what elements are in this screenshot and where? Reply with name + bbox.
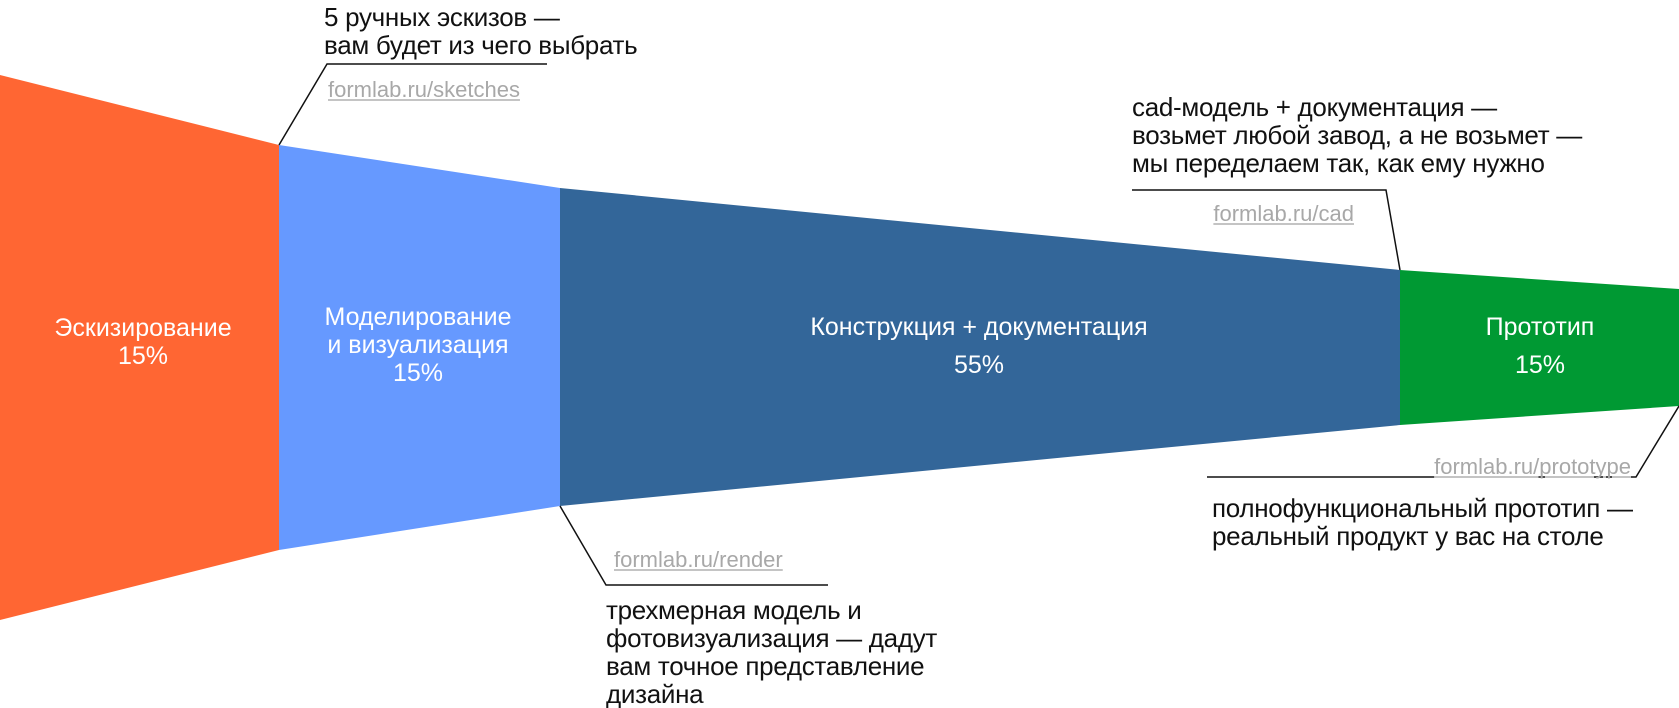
stage-name: Прототип xyxy=(1485,313,1595,341)
prototype-link[interactable]: formlab.ru/prototype xyxy=(1434,454,1631,479)
stage-percent: 55% xyxy=(953,351,1005,379)
cad-link[interactable]: formlab.ru/cad xyxy=(1213,201,1354,226)
annotation-line: реальный продукт у вас на столе xyxy=(1212,521,1604,551)
render-leader-line xyxy=(559,505,828,586)
stage-prototype-segment xyxy=(1400,270,1679,425)
sketches-link[interactable]: formlab.ru/sketches xyxy=(328,77,520,102)
render-link[interactable]: formlab.ru/render xyxy=(614,547,783,572)
annotation-line: cad-модель + документация — xyxy=(1132,92,1497,122)
stage-name: Моделирование xyxy=(324,303,512,331)
stage-sketching-segment xyxy=(0,75,279,620)
annotation-line: фотовизуализация — дадут xyxy=(606,623,938,653)
annotation-line: мы переделаем так, как ему нужно xyxy=(1132,148,1545,178)
annotation-line: 5 ручных эскизов — xyxy=(324,2,560,32)
stage-name: Эскизирование xyxy=(54,314,232,342)
prototype-annotation: полнофункциональный прототип — реальный … xyxy=(1212,494,1633,550)
stage-construction-label: Конструкция + документация 55% xyxy=(810,313,1147,379)
annotation-line: вам точное представление xyxy=(606,651,925,681)
annotation-line: трехмерная модель и xyxy=(606,595,862,625)
sketches-annotation: 5 ручных эскизов — вам будет из чего выб… xyxy=(324,2,638,60)
cad-annotation: cad-модель + документация — возьмет любо… xyxy=(1132,93,1582,177)
stage-percent: 15% xyxy=(117,342,169,370)
stage-modeling-segment xyxy=(279,145,560,550)
stage-name: и визуализация xyxy=(327,331,509,359)
annotation-line: дизайна xyxy=(606,679,704,708)
prototype-leader-line xyxy=(1207,405,1679,478)
annotation-line: вам будет из чего выбрать xyxy=(324,30,638,60)
render-annotation: трехмерная модель и фотовизуализация — д… xyxy=(606,596,937,708)
annotation-line: полнофункциональный прототип — xyxy=(1212,493,1633,523)
stage-percent: 15% xyxy=(392,359,444,387)
annotation-line: возьмет любой завод, а не возьмет — xyxy=(1132,120,1582,150)
stage-modeling-label: Моделирование и визуализация 15% xyxy=(324,303,511,387)
sketches-leader-line xyxy=(278,63,547,146)
stage-name: Конструкция + документация xyxy=(810,313,1148,341)
stage-prototype-label: Прототип 15% xyxy=(1486,313,1595,379)
stage-percent: 15% xyxy=(1514,351,1566,379)
stage-construction-segment xyxy=(560,188,1400,506)
cad-leader-line xyxy=(1132,189,1401,271)
stage-sketching-label: Эскизирование 15% xyxy=(54,314,231,370)
